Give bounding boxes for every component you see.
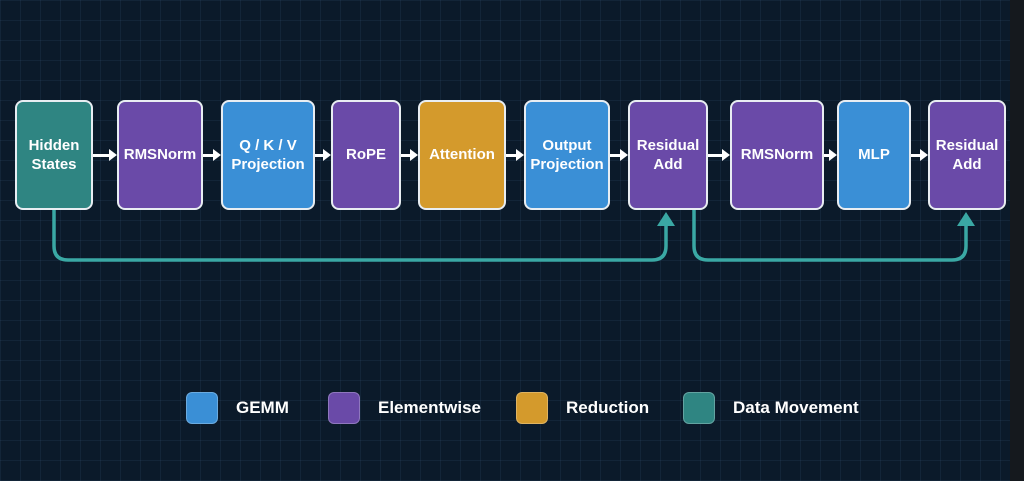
- node-label: RMSNorm: [740, 146, 814, 164]
- flow-arrow: [315, 149, 331, 161]
- skip-arrowhead-1: [657, 212, 675, 226]
- node-hidden-states: Hidden States: [15, 100, 93, 210]
- skip-connection-hidden-to-residual-1: [52, 210, 668, 262]
- node-output-projection: Output Projection: [524, 100, 610, 210]
- legend-label: Reduction: [566, 398, 650, 417]
- skip-connection-residual-1-to-residual-2: [692, 210, 968, 262]
- node-residual-add-2: Residual Add: [928, 100, 1006, 210]
- node-label: Output Projection: [530, 136, 604, 174]
- node-label: Q / K / V Projection: [231, 136, 305, 174]
- legend-item-gemm: GEMM: [186, 392, 289, 424]
- flow-arrow: [708, 149, 730, 161]
- legend-item-data-movement: Data Movement: [683, 392, 859, 424]
- legend-label: Elementwise: [378, 398, 481, 417]
- flow-arrow: [203, 149, 221, 161]
- flow-arrow: [93, 149, 117, 161]
- legend-label: GEMM: [236, 398, 289, 417]
- node-label: Residual Add: [935, 136, 999, 174]
- legend-item-elementwise: Elementwise: [328, 392, 481, 424]
- node-mlp: MLP: [837, 100, 911, 210]
- legend-swatch: [683, 392, 715, 424]
- flow-arrow: [401, 149, 418, 161]
- node-label: MLP: [858, 146, 890, 164]
- flow-arrow: [824, 149, 837, 161]
- legend-swatch: [186, 392, 218, 424]
- legend-item-reduction: Reduction: [516, 392, 649, 424]
- flow-arrow: [911, 149, 928, 161]
- node-label: Residual Add: [636, 136, 700, 174]
- legend-swatch: [516, 392, 548, 424]
- node-qkv-projection: Q / K / V Projection: [221, 100, 315, 210]
- legend-label: Data Movement: [733, 398, 859, 417]
- node-rope: RoPE: [331, 100, 401, 210]
- skip-arrowhead-2: [957, 212, 975, 226]
- node-residual-add-1: Residual Add: [628, 100, 708, 210]
- node-rmsnorm-1: RMSNorm: [117, 100, 203, 210]
- legend-swatch: [328, 392, 360, 424]
- flow-arrow: [610, 149, 628, 161]
- node-attention: Attention: [418, 100, 506, 210]
- node-label: RoPE: [345, 146, 386, 164]
- node-label: Attention: [429, 146, 495, 164]
- node-rmsnorm-2: RMSNorm: [730, 100, 824, 210]
- node-label: RMSNorm: [123, 146, 197, 164]
- flow-arrow: [506, 149, 524, 161]
- node-label: Hidden States: [28, 136, 80, 174]
